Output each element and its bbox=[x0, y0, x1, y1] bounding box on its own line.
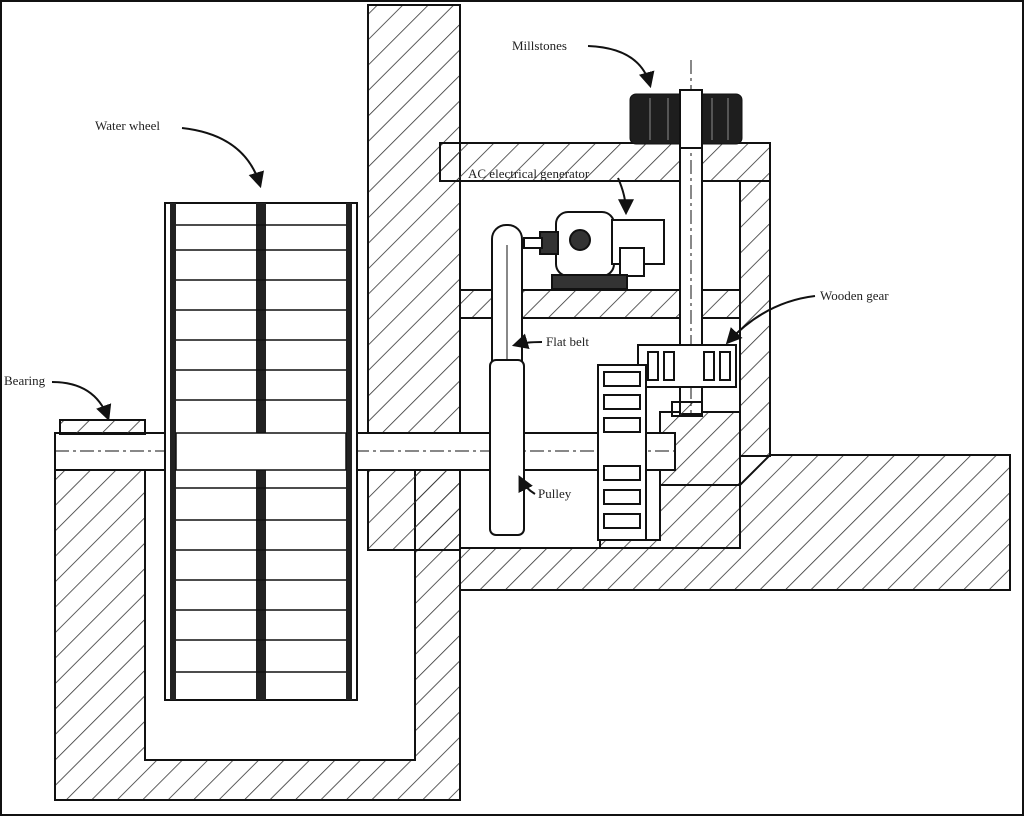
ac-generator bbox=[523, 211, 665, 290]
wooden-gear-vertical bbox=[597, 364, 647, 541]
belt-pulley-assembly bbox=[489, 224, 525, 536]
water-wheel bbox=[164, 202, 358, 701]
millhouse-roof-slab bbox=[439, 142, 771, 182]
pulley bbox=[489, 359, 525, 536]
central-wall-lower bbox=[367, 469, 461, 551]
label-flat-belt: Flat belt bbox=[546, 334, 589, 349]
label-wooden-gear: Wooden gear bbox=[820, 288, 889, 303]
millstones bbox=[629, 89, 743, 149]
arrow-millstones bbox=[587, 45, 655, 89]
wheel-paddles bbox=[176, 224, 346, 673]
arrow-wooden-gear bbox=[725, 295, 816, 345]
label-bearing: Bearing bbox=[4, 373, 46, 388]
arrow-bearing bbox=[51, 381, 112, 422]
central-wall bbox=[367, 4, 461, 434]
main-shaft bbox=[54, 432, 676, 471]
left-bearing bbox=[59, 419, 146, 435]
label-millstones: Millstones bbox=[512, 38, 567, 53]
wooden-gear-horizontal bbox=[637, 344, 737, 417]
arrow-pulley bbox=[518, 475, 536, 495]
label-water-wheel: Water wheel bbox=[95, 118, 160, 133]
label-generator: AC electrical generator bbox=[468, 166, 590, 181]
arrow-generator bbox=[617, 177, 634, 216]
arrow-water-wheel bbox=[181, 127, 264, 189]
label-pulley: Pulley bbox=[538, 486, 572, 501]
arrow-flat-belt bbox=[511, 333, 543, 349]
shaft-opening bbox=[459, 180, 741, 549]
